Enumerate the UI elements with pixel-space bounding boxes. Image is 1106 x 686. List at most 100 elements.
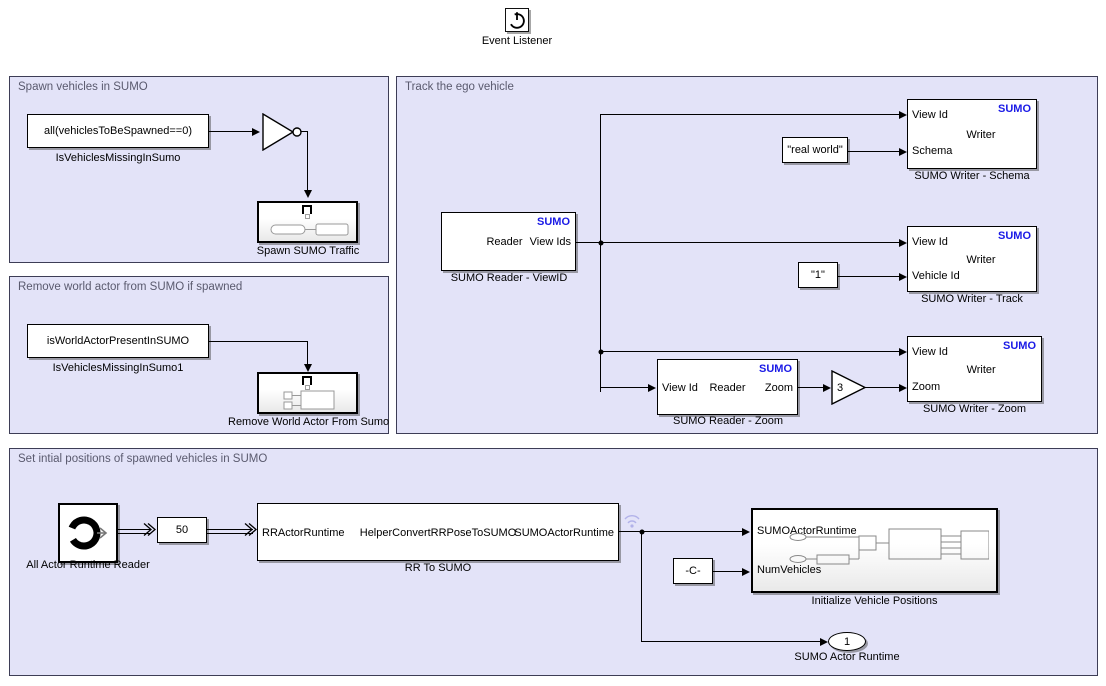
- sumo-reader-viewid-label: SUMO Reader - ViewID: [450, 272, 568, 284]
- sumo-writer-track-mid: Writer: [966, 253, 996, 266]
- rr-to-sumo-label: RR To SUMO: [404, 562, 472, 574]
- const-real-world-value: "real world": [787, 144, 843, 156]
- initialize-vehicle-positions-label: Initialize Vehicle Positions: [811, 595, 938, 607]
- logical-not-gate[interactable]: [262, 112, 310, 152]
- spawn-sumo-traffic-label: Spawn SUMO Traffic: [256, 245, 360, 257]
- wire-trunk-to-zoomreader: [600, 387, 649, 388]
- wire-trunk-top: [600, 114, 900, 115]
- wire-rrsumo-down: [641, 531, 642, 641]
- arrow-into-gain: [823, 383, 831, 392]
- wire-trunk-lower: [600, 351, 900, 352]
- sumo-writer-schema-port-viewid: View Id: [912, 108, 948, 121]
- sumo-writer-zoom-port-zoom: Zoom: [912, 380, 941, 393]
- arrow-into-schema-viewid: [899, 110, 907, 119]
- arrow-into-schema-port: [899, 147, 907, 156]
- panel-spawn-vehicles-title: Spawn vehicles in SUMO: [18, 81, 148, 93]
- stateflow-chart-icon: [283, 376, 335, 410]
- rr-to-sumo-out-port: SUMOActorRuntime: [514, 526, 614, 539]
- gain-zoom-block[interactable]: 3: [831, 369, 867, 406]
- signal-icon: [623, 512, 641, 531]
- remove-world-actor-block[interactable]: [257, 372, 358, 414]
- sumo-writer-zoom-label: SUMO Writer - Zoom: [922, 403, 1027, 415]
- rr-to-sumo-block[interactable]: RRActorRuntime HelperConvertRRPoseToSUMO…: [257, 503, 619, 561]
- arrow-into-outport: [820, 637, 828, 646]
- arrow-into-track-viewid: [899, 238, 907, 247]
- wire-not-down: [307, 131, 308, 191]
- sumo-reader-viewid-out-port: View Ids: [529, 236, 571, 249]
- sumo-reader-zoom-tag: SUMO: [759, 363, 792, 375]
- wire-not-right: [301, 131, 308, 132]
- is-vehicles-missing-label: IsVehiclesMissingInSumo: [55, 152, 181, 164]
- panel-track-ego-vehicle-title: Track the ego vehicle: [405, 81, 514, 93]
- const-real-world-block[interactable]: "real world": [782, 137, 848, 163]
- sumo-writer-track-port-vehicleid: Vehicle Id: [912, 269, 960, 282]
- rate-transition-block[interactable]: 50: [157, 517, 207, 543]
- sumo-reader-viewid-tag: SUMO: [537, 216, 570, 228]
- wire-zoomreader-to-gain: [798, 387, 824, 388]
- event-listener-block[interactable]: [505, 8, 529, 32]
- arrow-into-not: [252, 127, 260, 136]
- sumo-reader-zoom-mid: Reader: [709, 381, 746, 394]
- initpos-port-sumoactorruntime: SUMOActorRuntime: [757, 525, 857, 538]
- wire-rate-to-rrsumo: [207, 529, 253, 534]
- wire-missing-to-not: [209, 131, 253, 132]
- arrow-open-into-rate: [143, 523, 157, 540]
- sumo-reader-zoom-label: SUMO Reader - Zoom: [672, 415, 784, 427]
- outport-number: 1: [843, 635, 851, 648]
- const-one-value: "1": [811, 269, 825, 281]
- wire-rrsumo-out: [619, 531, 743, 532]
- all-actor-runtime-reader-block[interactable]: [58, 503, 118, 563]
- wire-trunk-vertical: [600, 114, 601, 392]
- initpos-port-numvehicles: NumVehicles: [757, 563, 822, 576]
- is-vehicles-missing-block[interactable]: all(vehiclesToBeSpawned==0): [27, 114, 209, 148]
- panel-set-initial-positions-title: Set intial positions of spawned vehicles…: [18, 453, 268, 465]
- spawn-sumo-traffic-block[interactable]: [257, 201, 358, 243]
- const-neg-c-block[interactable]: -C-: [673, 558, 713, 584]
- panel-remove-world-actor-title: Remove world actor from SUMO if spawned: [18, 281, 243, 293]
- sumo-writer-track-tag: SUMO: [998, 230, 1031, 242]
- wire-worldactor-right: [209, 341, 308, 342]
- rr-to-sumo-in-port: RRActorRuntime: [262, 526, 345, 539]
- is-world-actor-present-label: IsVehiclesMissingInSumo1: [52, 362, 184, 374]
- sumo-writer-schema-block[interactable]: SUMO View Id Writer Schema: [907, 99, 1037, 169]
- sumo-writer-zoom-mid: Writer: [966, 363, 996, 376]
- wire-trunk-middle: [600, 242, 900, 243]
- arrow-into-zoomwriter-viewid: [899, 347, 907, 356]
- wire-to-outport: [641, 641, 821, 642]
- arrow-into-initpos-runtime: [742, 527, 750, 536]
- arrow-into-track-vehicleid: [899, 272, 907, 281]
- sumo-writer-track-port-viewid: View Id: [912, 236, 948, 249]
- sumo-reader-viewid-mid: Reader: [486, 236, 523, 249]
- const-neg-c-value: -C-: [685, 565, 701, 577]
- arrow-open-into-rrsumo: [244, 523, 258, 540]
- stateflow-chart-icon: [270, 205, 349, 236]
- remove-world-actor-label: Remove World Actor From Sumo: [228, 416, 390, 428]
- is-world-actor-present-block[interactable]: isWorldActorPresentInSUMO: [27, 324, 209, 358]
- arrow-into-numvehicles: [742, 567, 750, 576]
- wire-realworld-to-schema: [848, 151, 900, 152]
- sumo-writer-track-block[interactable]: SUMO View Id Writer Vehicle Id: [907, 226, 1037, 292]
- all-actor-runtime-reader-label: All Actor Runtime Reader: [26, 559, 150, 571]
- sumo-writer-schema-mid: Writer: [966, 129, 996, 142]
- sumo-writer-zoom-tag: SUMO: [1003, 340, 1036, 352]
- rr-to-sumo-mid: HelperConvertRRPoseToSUMO: [359, 526, 517, 539]
- is-world-actor-present-text: isWorldActorPresentInSUMO: [46, 335, 190, 347]
- rate-transition-value: 50: [175, 524, 189, 536]
- event-listener-label: Event Listener: [481, 35, 553, 47]
- power-icon: [509, 12, 525, 29]
- const-one-block[interactable]: "1": [798, 262, 838, 288]
- arrow-into-zoomwriter-zoom: [899, 383, 907, 392]
- sumo-reader-zoom-block[interactable]: SUMO View Id Reader Zoom: [657, 359, 798, 415]
- outport-sumo-actor-runtime-label: SUMO Actor Runtime: [794, 651, 900, 663]
- sumo-writer-zoom-block[interactable]: SUMO View Id Writer Zoom: [907, 336, 1042, 402]
- is-vehicles-missing-text: all(vehiclesToBeSpawned==0): [44, 125, 192, 137]
- arrow-into-spawn-traffic: [303, 190, 312, 198]
- sumo-writer-schema-port-schema: Schema: [912, 145, 953, 157]
- initialize-vehicle-positions-block[interactable]: SUMOActorRuntime NumVehicles: [751, 508, 998, 593]
- wire-viewids-out: [576, 242, 601, 243]
- outport-sumo-actor-runtime[interactable]: 1: [828, 632, 866, 651]
- sumo-writer-schema-label: SUMO Writer - Schema: [914, 170, 1030, 182]
- arrow-into-zoomreader-viewid: [648, 383, 656, 392]
- sumo-reader-viewid-block[interactable]: SUMO Reader View Ids: [441, 212, 576, 271]
